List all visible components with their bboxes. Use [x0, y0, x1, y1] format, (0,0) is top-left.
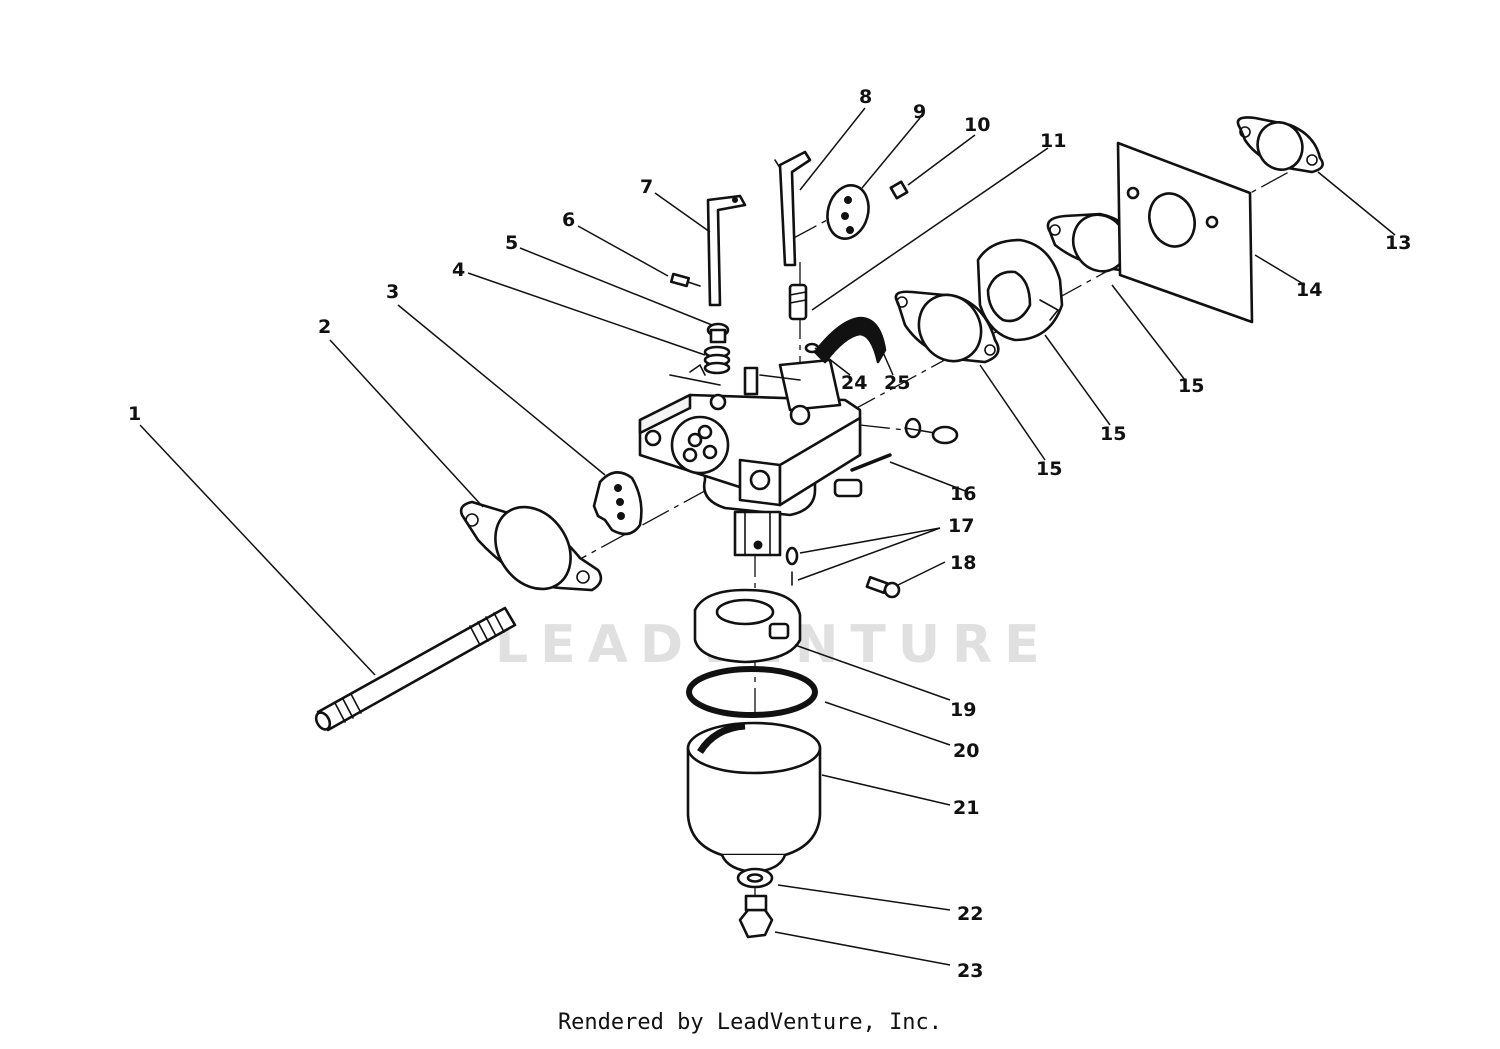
intake-gasket-rear [1236, 116, 1324, 174]
callout-6: 6 [562, 209, 575, 231]
float [693, 588, 802, 664]
callout-15-rear: 13 [1385, 232, 1411, 254]
callout-5: 5 [505, 232, 518, 254]
callout-24: 24 [841, 372, 867, 394]
callout-23: 23 [957, 960, 983, 982]
carburetor-body [638, 358, 863, 557]
leader-lines [139, 107, 1396, 966]
callout-19: 19 [950, 699, 976, 721]
shaft-bushing [706, 322, 730, 344]
fuel-hose [813, 316, 887, 364]
callout-11: 11 [1040, 130, 1066, 152]
insulator-spacer [976, 238, 1064, 342]
throttle-spring [689, 345, 731, 376]
callout-20: 20 [953, 740, 979, 762]
throttle-plate [592, 471, 643, 536]
callout-16: 16 [950, 483, 976, 505]
callout-15-inner: 15 [1036, 458, 1062, 480]
callout-21: 21 [953, 797, 979, 819]
throttle-shaft-lever [706, 194, 747, 307]
bowl-gasket-ring [686, 666, 818, 718]
bowl-nut-washer [736, 867, 774, 889]
float-pin [850, 453, 892, 472]
mounting-stud [314, 606, 517, 732]
callout-4: 4 [452, 259, 465, 281]
fuel-fitting [788, 283, 808, 321]
callout-25: 25 [884, 372, 910, 394]
choke-plate [826, 184, 870, 240]
heat-shield-plate [1116, 141, 1254, 324]
callout-13: 14 [1296, 279, 1322, 301]
lever-screw [669, 272, 701, 288]
callout-3: 3 [386, 281, 399, 303]
callout-7: 7 [640, 176, 653, 198]
carburetor-gasket-front [459, 500, 603, 592]
callout-15-middle: 15 [1178, 375, 1204, 397]
needle-washer [785, 546, 799, 586]
intake-gasket-inner [894, 290, 1000, 364]
callout-1: 1 [128, 403, 141, 425]
hose-clamp [804, 342, 820, 354]
idle-mixture-screw [904, 417, 959, 445]
callout-14: 15 [1100, 423, 1126, 445]
callout-9: 9 [913, 101, 926, 123]
bowl-nut [738, 894, 774, 939]
callout-17: 17 [948, 515, 974, 537]
callout-8: 8 [859, 86, 872, 108]
render-credit: Rendered by LeadVenture, Inc. [557, 1010, 943, 1035]
callout-labels: 1 2 3 4 5 6 7 8 9 10 11 13 14 15 15 15 2… [128, 86, 1411, 982]
float-bowl [686, 721, 822, 874]
callout-22: 22 [957, 903, 983, 925]
float-bowl-screw [865, 575, 901, 599]
callout-2: 2 [318, 316, 331, 338]
callout-18: 18 [950, 552, 976, 574]
choke-shaft-lever [774, 150, 812, 267]
choke-plate-screw [889, 180, 909, 200]
callout-10: 10 [964, 114, 990, 136]
